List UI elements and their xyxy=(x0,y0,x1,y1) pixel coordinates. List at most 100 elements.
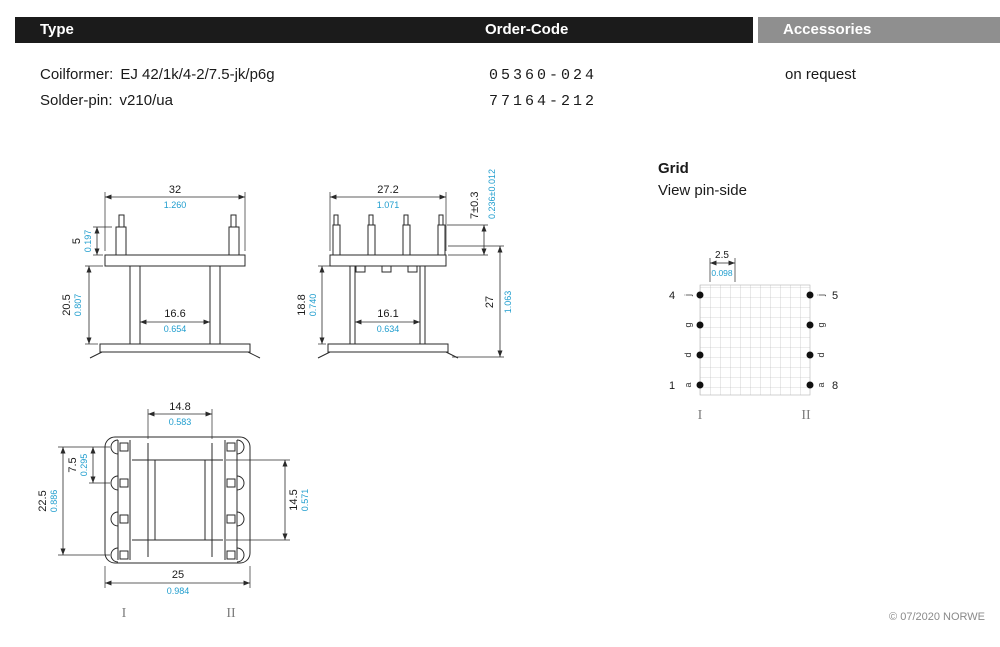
grid-dim-pitch: 2.5 0.098 xyxy=(709,250,736,282)
front-pin-left xyxy=(115,226,127,256)
solder-pin-value: v210/ua xyxy=(119,92,173,109)
front-dim-width: 32 1.260 xyxy=(104,184,246,251)
side-dim-pin-length: 7±0.3 0.236±0.012 xyxy=(447,169,497,256)
side-pin-2 xyxy=(367,224,376,256)
front-height-mm: 20.5 xyxy=(61,294,73,315)
accessories-header-bar: Accessories xyxy=(758,17,1000,43)
grid-pin-5-label: 5 xyxy=(832,290,838,302)
front-dim-body-height: 20.5 0.807 xyxy=(61,265,103,345)
top-pitch-in: 0.295 xyxy=(79,454,89,477)
top-view-outline xyxy=(104,436,251,564)
solder-pin-row: Solder-pin: v210/ua xyxy=(40,92,173,109)
front-dim-inner-width: 16.6 0.654 xyxy=(140,308,210,334)
grid-row-a-right: a xyxy=(816,382,826,387)
grid-row-a-left: a xyxy=(683,382,693,387)
side-view-drawing: 27.2 1.071 7±0.3 0.236±0.012 27 1.063 xyxy=(296,169,513,359)
grid-row-numeral-2: II xyxy=(801,408,811,423)
accessories-value: on request xyxy=(785,66,856,83)
top-view-drawing: 14.8 0.583 7.5 0.295 22.5 0.886 14.5 xyxy=(37,401,310,621)
top-dim-width: 25 0.984 xyxy=(104,566,251,596)
grid-pin-8-label: 8 xyxy=(832,380,838,392)
grid-title: Grid xyxy=(658,160,689,177)
front-view-drawing: 32 1.260 5 0.197 20.5 0.807 16.6 0.654 xyxy=(61,184,261,359)
top-window-in: 0.571 xyxy=(300,489,310,512)
pin-grid-diagram: 2.5 0.098 4 1 5 8 j g d a j g d a I xyxy=(669,250,838,423)
copyright: © 07/2020 NORWE xyxy=(889,611,985,623)
side-dim-inner-width: 16.1 0.634 xyxy=(355,308,420,334)
top-slot-mm: 14.8 xyxy=(169,401,190,413)
top-field-in: 0.886 xyxy=(49,490,59,513)
side-pin-4 xyxy=(437,224,446,256)
side-width-mm: 27.2 xyxy=(377,184,398,196)
grid-pin-1-label: 1 xyxy=(669,380,675,392)
side-inner-mm: 16.1 xyxy=(377,308,398,320)
top-dim-window-height: 14.5 0.571 xyxy=(226,459,310,541)
type-header-label: Type xyxy=(40,21,74,38)
order-code-value-1: 05360-024 xyxy=(489,67,598,84)
grid-pin-numbers: 4 1 5 8 xyxy=(669,290,838,392)
grid-row-d-right: d xyxy=(816,352,826,357)
side-view-part xyxy=(317,214,459,359)
front-dim-pin-height: 5 0.197 xyxy=(71,226,112,256)
top-dim-slot-width: 14.8 0.583 xyxy=(147,401,213,439)
top-view-part xyxy=(104,436,251,564)
side-pin-1 xyxy=(332,224,341,256)
grid-paper xyxy=(699,284,811,396)
side-total-mm: 27 xyxy=(484,296,496,308)
front-inner-in: 0.654 xyxy=(164,324,187,334)
coilformer-row: Coilformer: EJ 42/1k/4-2/7.5-jk/p6g xyxy=(40,66,275,83)
top-width-mm: 25 xyxy=(172,569,184,581)
type-header-bar: Type xyxy=(15,17,460,43)
front-mounting-feet xyxy=(89,351,261,359)
side-total-in: 1.063 xyxy=(503,291,513,314)
grid-subtitle: View pin-side xyxy=(658,182,747,199)
grid-row-letters-right: j g d a xyxy=(816,294,826,388)
top-row-numeral-1: I xyxy=(122,606,127,621)
side-pin-mm: 7±0.3 xyxy=(469,192,481,219)
top-row-numeral-2: II xyxy=(226,606,236,621)
side-pin-in: 0.236±0.012 xyxy=(487,169,497,219)
side-dim-total-height: 27 1.063 xyxy=(448,245,513,358)
top-pitch-mm: 7.5 xyxy=(67,457,79,472)
order-code-header-label: Order-Code xyxy=(485,21,569,38)
grid-row-letters-left: j g d a xyxy=(683,294,693,388)
top-window-mm: 14.5 xyxy=(288,489,300,510)
grid-row-numeral-1: I xyxy=(698,408,703,423)
top-field-mm: 22.5 xyxy=(37,490,49,511)
top-dim-pin-pitch: 7.5 0.295 xyxy=(58,446,110,484)
side-bottom-flange xyxy=(327,343,449,353)
side-width-in: 1.071 xyxy=(377,200,400,210)
front-bottom-flange xyxy=(99,343,251,353)
front-view-part xyxy=(89,214,261,359)
side-top-flange xyxy=(329,254,447,267)
top-slot-in: 0.583 xyxy=(169,417,192,427)
front-height-in: 0.807 xyxy=(73,294,83,317)
order-code-header-bar: Order-Code xyxy=(460,17,753,43)
technical-drawings: 32 1.260 5 0.197 20.5 0.807 16.6 0.654 xyxy=(37,169,838,621)
front-width-in: 1.260 xyxy=(164,200,187,210)
top-view-pin-pads xyxy=(119,442,236,560)
coilformer-value: EJ 42/1k/4-2/7.5-jk/p6g xyxy=(120,66,275,83)
top-dim-pin-field: 22.5 0.886 xyxy=(37,447,110,556)
front-inner-mm: 16.6 xyxy=(164,308,185,320)
coilformer-label: Coilformer: xyxy=(40,66,114,83)
top-view-pin-bosses-right xyxy=(236,439,245,563)
grid-pins xyxy=(696,291,814,389)
grid-row-j-right: j xyxy=(816,294,826,297)
top-width-in: 0.984 xyxy=(167,586,190,596)
grid-pitch-in: 0.098 xyxy=(711,268,733,278)
grid-pin-4-label: 4 xyxy=(669,290,675,302)
top-view-pin-bosses-left xyxy=(110,439,119,563)
grid-pitch-mm: 2.5 xyxy=(715,250,729,261)
grid-row-d-left: d xyxy=(683,352,693,357)
front-width-mm: 32 xyxy=(169,184,181,196)
side-height-in: 0.740 xyxy=(308,294,318,317)
front-pin-right xyxy=(228,226,240,256)
side-pin-3 xyxy=(402,224,411,256)
order-code-value-2: 77164-212 xyxy=(489,93,598,110)
accessories-header-label: Accessories xyxy=(783,21,872,38)
side-inner-in: 0.634 xyxy=(377,324,400,334)
grid-row-g-left: g xyxy=(683,322,693,327)
grid-row-g-right: g xyxy=(816,322,826,327)
side-height-mm: 18.8 xyxy=(296,294,308,315)
